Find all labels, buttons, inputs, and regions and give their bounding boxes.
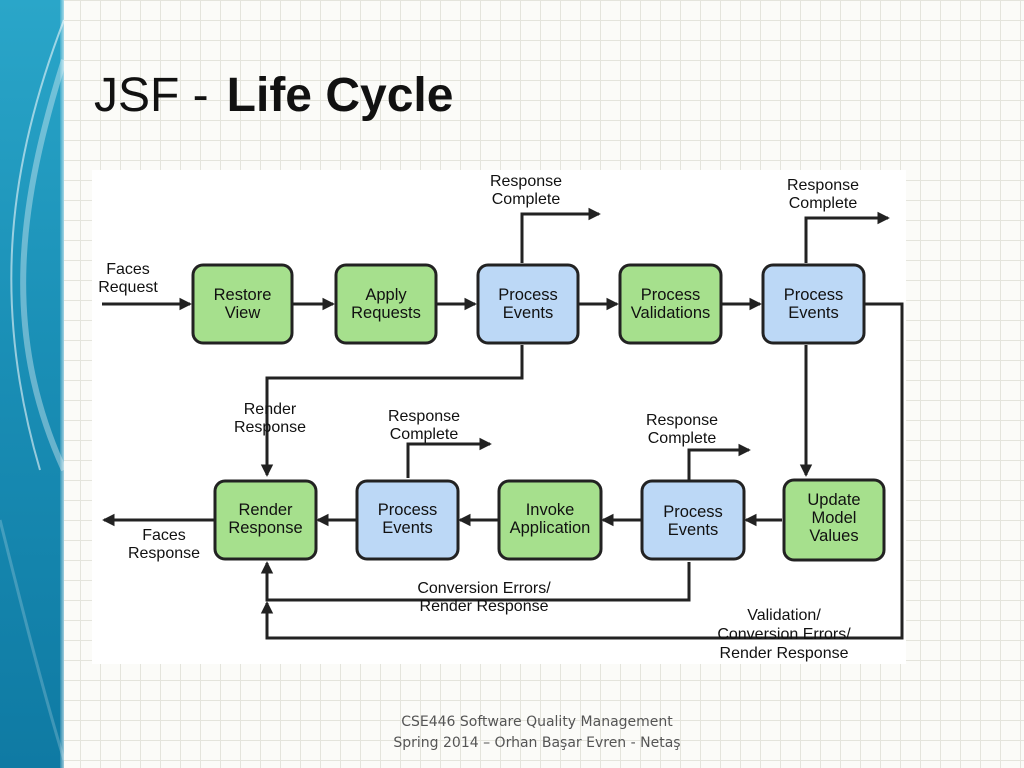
footer-author: Spring 2014 – Orhan Başar Evren - Netaş <box>393 735 681 751</box>
update-model-values-box <box>782 478 886 562</box>
process-validations-box <box>618 263 723 345</box>
validation-errors-label: Validation/Conversion Errors/Render Resp… <box>717 607 851 662</box>
apply-requests-box <box>334 263 438 345</box>
decorative-side-band <box>0 0 64 768</box>
arrow-response-complete-2 <box>804 211 890 263</box>
process-events-box-3 <box>640 479 746 561</box>
arrow-response-complete-4 <box>687 443 751 480</box>
title-prefix: JSF - <box>94 69 209 122</box>
conversion-errors-label: Conversion Errors/Render Response <box>417 580 551 615</box>
arrow-render-response-path <box>260 345 524 477</box>
process-events-box-2 <box>761 263 866 345</box>
arrow-response-complete-3 <box>406 437 492 478</box>
arrow-validation-errors-path <box>260 302 904 640</box>
arrow-response-complete-1 <box>520 207 601 263</box>
slide-footer: CSE446 Software Quality Management Sprin… <box>300 712 774 754</box>
arrow-conversion-errors-path <box>260 561 691 602</box>
title-main: Life Cycle <box>226 69 454 122</box>
invoke-application-box <box>497 479 603 561</box>
flow-arrows <box>102 207 904 640</box>
restore-view-box <box>191 263 294 345</box>
footer-course: CSE446 Software Quality Management <box>401 714 673 730</box>
render-response-box <box>213 479 318 561</box>
slide-title: JSF - Life Cycle <box>94 66 453 126</box>
process-events-box-1 <box>476 263 580 345</box>
phase-boxes <box>191 263 886 562</box>
process-events-box-4 <box>355 479 460 561</box>
